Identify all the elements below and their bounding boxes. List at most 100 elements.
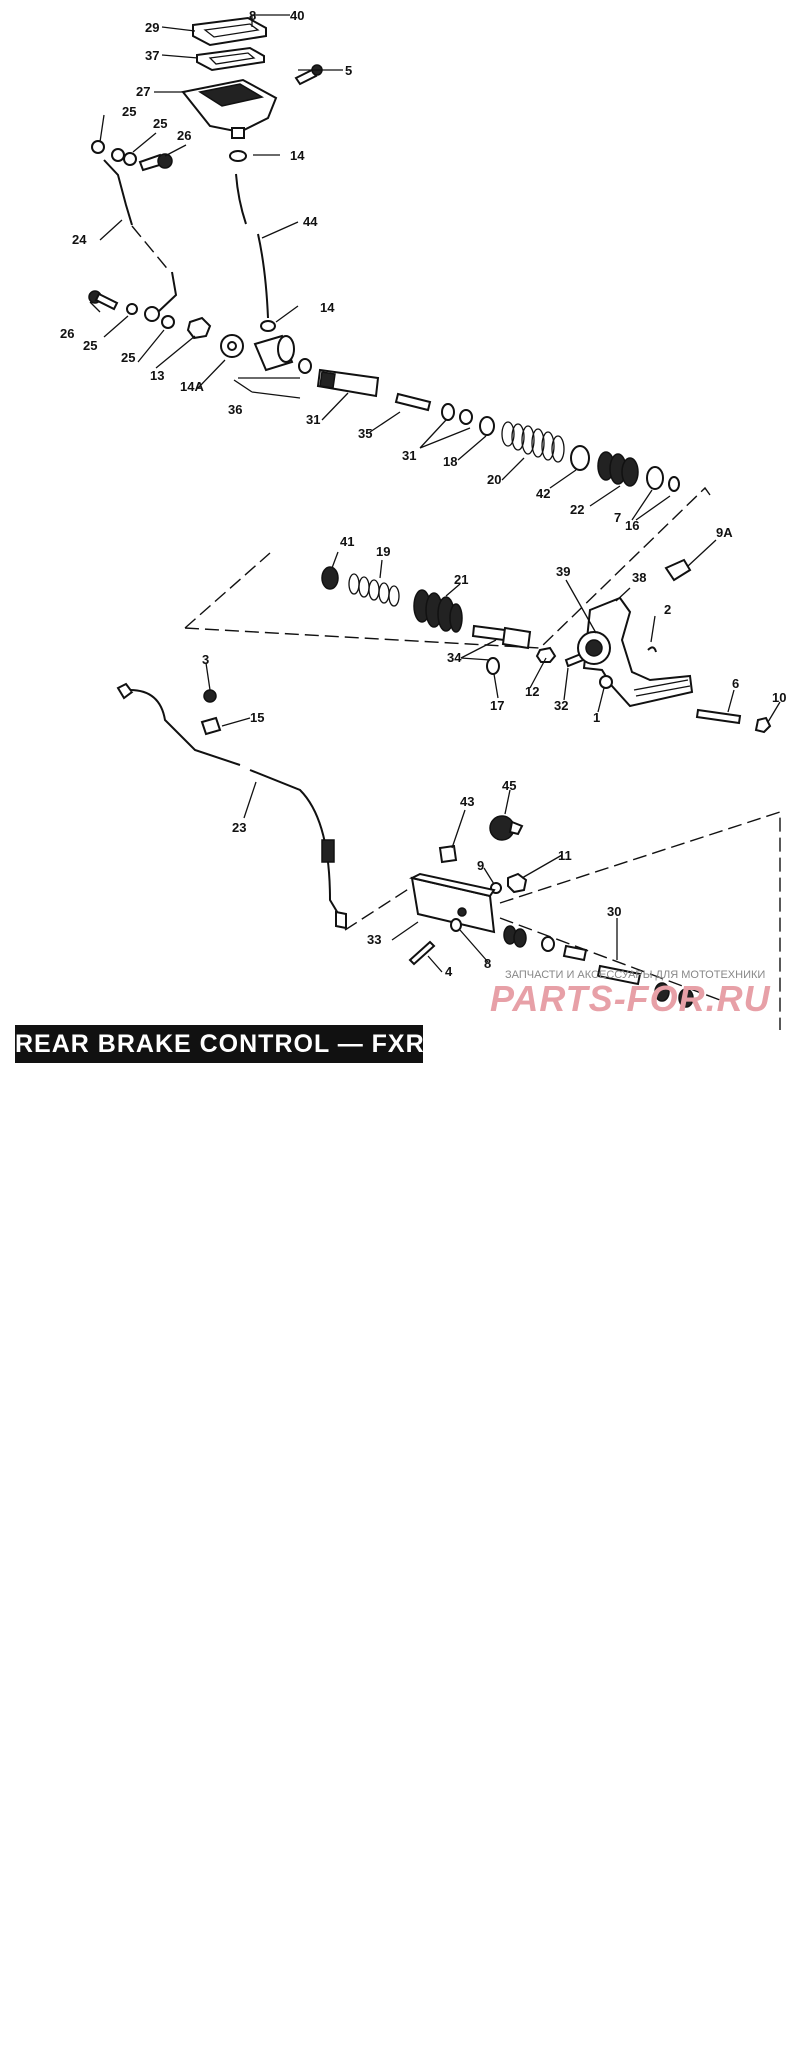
cotter-pin (647, 646, 657, 653)
hose-fitting (438, 844, 458, 864)
pedal-boot (413, 589, 463, 633)
leader-lines (89, 14, 781, 973)
callout-42: 42 (536, 486, 550, 501)
assembly-guide (184, 486, 711, 649)
pushrod (394, 392, 432, 412)
page-title: REAR BRAKE CONTROL — FXR (15, 1030, 425, 1058)
hose-clamp (229, 150, 247, 162)
watermark-caption: ЗАПЧАСТИ И АКСЕССУАРЫ ДЛЯ МОТОТЕХНИКИ (505, 969, 766, 981)
credit-line: Page design (c) (361, 2061, 397, 2067)
title-bar: REAR BRAKE CONTROL — FXR Copyright Page … (15, 1025, 425, 2067)
credit-note: Copyright Page design (c) (361, 2055, 396, 2067)
washer (161, 315, 175, 329)
callout-35: 35 (358, 426, 372, 441)
banjo-bolt (138, 153, 173, 172)
washer (123, 152, 137, 166)
retaining-clip (486, 657, 500, 675)
callout-8: 8 (249, 8, 256, 23)
callout-6: 6 (732, 676, 739, 691)
callout-29: 29 (145, 20, 159, 35)
callout-24: 24 (72, 232, 87, 247)
exploded-parts-diagram: 29 8 40 37 5 27 25 25 26 14 44 24 26 25 … (60, 8, 786, 1030)
callout-25: 25 (83, 338, 97, 353)
washer (126, 303, 138, 315)
callout-31: 31 (306, 412, 320, 427)
brake-hose-rear (249, 769, 347, 930)
nut (507, 872, 528, 894)
washer (111, 148, 125, 162)
master-cylinder-body (253, 334, 312, 374)
callout-32: 32 (554, 698, 568, 713)
return-spring (501, 421, 565, 463)
brake-hose-front (116, 682, 241, 766)
callout-13: 13 (150, 368, 164, 383)
callout-1: 1 (593, 710, 600, 725)
callout-36: 36 (228, 402, 242, 417)
callout-34: 34 (447, 650, 462, 665)
piston (316, 368, 380, 398)
hose-clip (200, 689, 222, 736)
callout-18: 18 (443, 454, 457, 469)
callout-25: 25 (153, 116, 167, 131)
spring-washer (570, 445, 590, 471)
callout-30: 30 (607, 904, 621, 919)
washer (646, 466, 664, 490)
retaining-ring (668, 476, 680, 492)
brake-line (103, 159, 178, 322)
callout-23: 23 (232, 820, 246, 835)
callout-25: 25 (121, 350, 135, 365)
pivot-bolt (695, 708, 742, 725)
callout-7: 7 (614, 510, 621, 525)
hose-clamp (260, 320, 276, 332)
nut (186, 316, 212, 340)
rear-cylinder-kit (503, 925, 694, 1008)
callout-16: 16 (625, 518, 639, 533)
callout-5: 5 (345, 63, 352, 78)
assembly-guide (344, 811, 781, 1030)
callout-3: 3 (202, 652, 209, 667)
callout-33: 33 (367, 932, 381, 947)
callout-10: 10 (772, 690, 786, 705)
jam-nut (535, 646, 557, 663)
callout-26: 26 (60, 326, 74, 341)
washer (450, 918, 462, 932)
retaining-ring (479, 416, 495, 436)
callout-22: 22 (570, 502, 584, 517)
callout-15: 15 (250, 710, 264, 725)
callout-12: 12 (525, 684, 539, 699)
callout-27: 27 (136, 84, 150, 99)
brake-pedal (577, 596, 694, 708)
seal (321, 566, 339, 590)
callout-14: 14 (320, 300, 335, 315)
callout-45: 45 (502, 778, 516, 793)
callout-20: 20 (487, 472, 501, 487)
pivot-nut (754, 716, 772, 734)
brake-light-switch (489, 815, 524, 841)
callout-26: 26 (177, 128, 191, 143)
pedal-spring (348, 573, 400, 607)
lock-plate (220, 334, 244, 358)
cup-seal (441, 403, 455, 421)
callout-25: 25 (122, 104, 136, 119)
callout-31: 31 (402, 448, 416, 463)
callout-38: 38 (632, 570, 646, 585)
callout-9: 9 (477, 858, 484, 873)
callout-43: 43 (460, 794, 474, 809)
remote-reservoir-housing (409, 872, 496, 934)
reservoir-screw (294, 64, 323, 86)
washer (91, 140, 105, 154)
mount-bolt (408, 940, 436, 966)
banjo-bolt-lower (88, 290, 119, 311)
pivot-washer (664, 558, 692, 582)
reservoir-gasket (196, 46, 265, 72)
callout-14A: 14A (180, 379, 204, 394)
reservoir-cover (192, 16, 267, 47)
reservoir-hose (257, 233, 269, 319)
callout-9A: 9A (716, 525, 733, 540)
callout-39: 39 (556, 564, 570, 579)
callout-17: 17 (490, 698, 504, 713)
callout-37: 37 (145, 48, 159, 63)
callout-14: 14 (290, 148, 305, 163)
callout-21: 21 (454, 572, 468, 587)
reservoir-hose (235, 173, 247, 225)
